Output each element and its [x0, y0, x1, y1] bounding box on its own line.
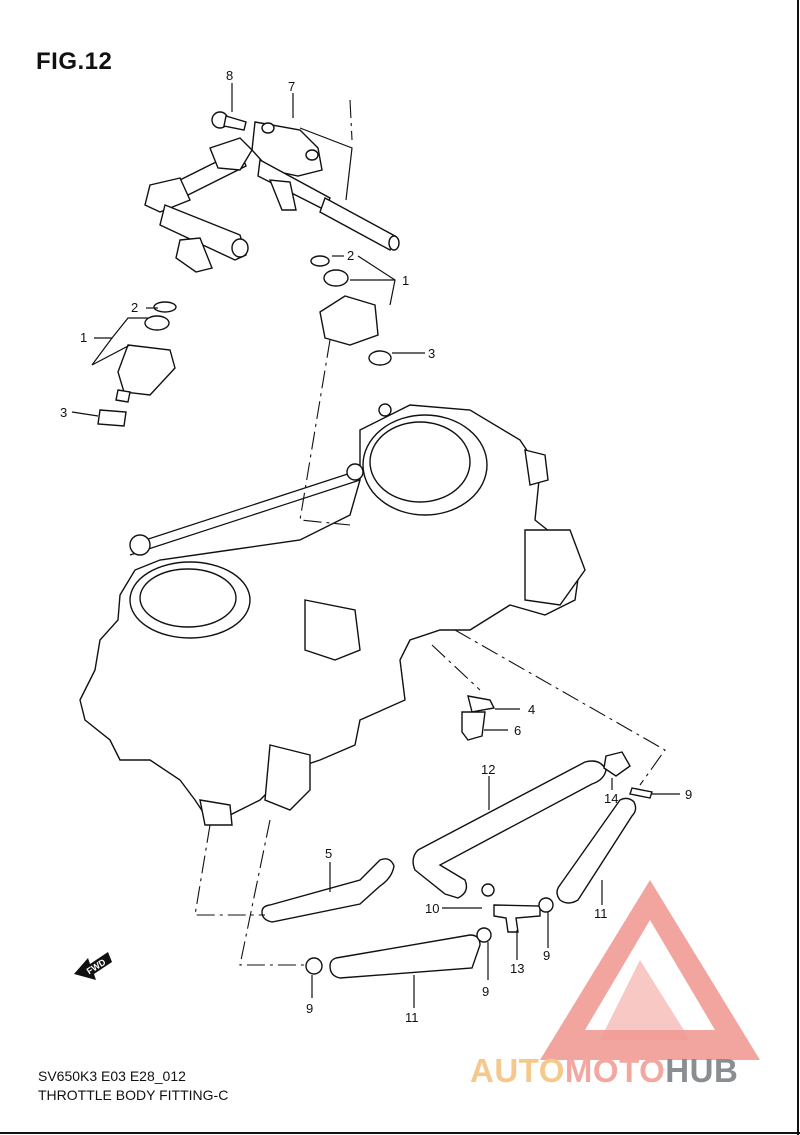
fuel-rail-assembly: [144, 111, 400, 273]
callout-12: 12: [481, 762, 495, 777]
joint-13: [493, 904, 541, 933]
callout-2-left: 2: [131, 300, 138, 315]
left-injector-stack: [97, 301, 177, 427]
callout-4: 4: [528, 702, 535, 717]
watermark-brand-text: AUTOMOTOHUB: [470, 1052, 738, 1090]
hose-5: [261, 858, 395, 923]
callout-6: 6: [514, 723, 521, 738]
callout-1-left: 1: [80, 330, 87, 345]
callout-13: 13: [510, 961, 524, 976]
callout-1-right: 1: [402, 273, 409, 288]
clip-9-top: [629, 787, 653, 799]
hose-11-right: [556, 797, 637, 904]
hose-12: [412, 760, 607, 899]
model-code: SV650K3 E03 E28_012: [38, 1068, 186, 1084]
vacuum-cap: [461, 695, 496, 741]
callout-10: 10: [425, 901, 439, 916]
watermark-part-moto: MOTO: [564, 1052, 666, 1089]
throttle-body: [79, 403, 586, 826]
callout-9-middle: 9: [482, 984, 489, 999]
callout-3-left: 3: [60, 405, 67, 420]
callout-7: 7: [288, 79, 295, 94]
callout-11-bottom: 11: [405, 1010, 419, 1025]
watermark-part-hub: HUB: [665, 1052, 739, 1089]
section-name: THROTTLE BODY FITTING-C: [38, 1087, 229, 1103]
watermark-part-auto: AUTO: [470, 1052, 565, 1089]
hose-11-bottom: [329, 934, 481, 979]
callout-9-right: 9: [543, 948, 550, 963]
right-injector-stack: [310, 255, 392, 366]
callout-2-right: 2: [347, 248, 354, 263]
callout-9-bottom: 9: [306, 1001, 313, 1016]
callout-9-top: 9: [685, 787, 692, 802]
callout-14: 14: [604, 791, 618, 806]
clip-10: [481, 883, 495, 897]
callout-11-right: 11: [594, 906, 608, 921]
clip-9-right: [538, 897, 554, 913]
figure-title: FIG.12: [36, 48, 113, 75]
clip-14: [603, 751, 631, 777]
clip-9-bottom: [305, 957, 323, 975]
callout-leaders: [71, 83, 680, 1008]
callout-3-right: 3: [428, 346, 435, 361]
dashed-assembly-lines: [194, 99, 666, 966]
callout-5: 5: [325, 846, 332, 861]
callout-8: 8: [226, 68, 233, 83]
watermark-logo-triangle: [540, 880, 760, 1060]
clip-9-middle: [476, 927, 492, 943]
forward-direction-arrow: FWD: [74, 952, 112, 980]
